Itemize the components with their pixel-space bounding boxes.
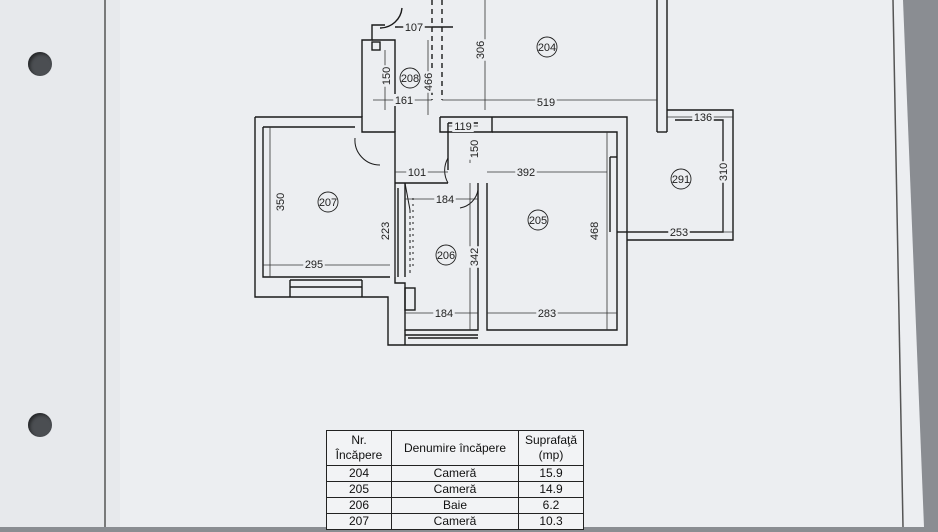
dimension-label-bg xyxy=(274,191,286,213)
row-name: Cameră xyxy=(391,513,519,530)
dimension-label: 161 xyxy=(395,95,413,107)
header-name: Denumire încăpere xyxy=(391,430,519,466)
dimension-label: 150 xyxy=(381,67,393,85)
dimension-label-bg xyxy=(536,307,558,319)
row-nr: 206 xyxy=(326,497,392,514)
svg-text:205: 205 xyxy=(529,215,547,227)
dimension-label-bg xyxy=(668,226,690,238)
row-name: Baie xyxy=(391,497,519,514)
dimension-label-bg xyxy=(692,111,714,123)
dimension-label-bg xyxy=(717,161,729,183)
dimension-label-bg xyxy=(379,220,391,242)
dimension-label-bg xyxy=(403,21,425,33)
dimension-label: 519 xyxy=(537,97,555,109)
row-nr: 205 xyxy=(326,481,392,498)
dimension-label: 310 xyxy=(718,163,730,181)
header-area: Suprafaţă (mp) xyxy=(518,430,584,466)
dimension-label: 392 xyxy=(517,167,535,179)
dimension-label: 466 xyxy=(423,73,435,91)
dimension-label-bg xyxy=(468,138,480,160)
rooms-table: Nr. Încăpere Denumire încăpere Suprafaţă… xyxy=(326,430,584,530)
dimension-label-bg xyxy=(303,258,325,270)
room-205-label: 205 xyxy=(527,209,549,231)
table-row: 206 Baie 6.2 xyxy=(326,497,584,514)
dimension-label-bg xyxy=(515,166,537,178)
dimension-label: 295 xyxy=(305,259,323,271)
room-206-label: 206 xyxy=(435,244,457,266)
table-row: 204 Cameră 15.9 xyxy=(326,465,584,482)
dimension-label: 283 xyxy=(538,308,556,320)
dimension-label: 184 xyxy=(435,308,453,320)
dimension-label: 184 xyxy=(436,194,454,206)
dimension-label-bg xyxy=(452,120,474,132)
header-nr: Nr. Încăpere xyxy=(326,430,392,466)
dimension-label-bg xyxy=(380,65,392,87)
svg-text:206: 206 xyxy=(437,250,455,262)
room-207-label: 207 xyxy=(317,191,339,213)
dimension-label-bg xyxy=(406,166,428,178)
row-area: 6.2 xyxy=(518,497,584,514)
dimension-label: 342 xyxy=(469,248,481,266)
room-204-label: 204 xyxy=(536,36,558,58)
dimension-label-bg xyxy=(468,246,480,268)
dimension-label-bg xyxy=(422,71,434,93)
dimension-label: 136 xyxy=(694,112,712,124)
dimension-label: 468 xyxy=(589,222,601,240)
room-291-label: 291 xyxy=(670,168,692,190)
row-name: Cameră xyxy=(391,465,519,482)
dimension-label: 107 xyxy=(405,22,423,34)
dimension-label-bg xyxy=(588,220,600,242)
row-area: 10.3 xyxy=(518,513,584,530)
svg-text:207: 207 xyxy=(319,197,337,209)
dimension-label-bg xyxy=(434,193,456,205)
svg-text:208: 208 xyxy=(401,73,419,85)
punch-hole-bottom xyxy=(28,413,52,437)
row-name: Cameră xyxy=(391,481,519,498)
dimension-label: 101 xyxy=(408,167,426,179)
svg-text:291: 291 xyxy=(672,174,690,186)
svg-text:204: 204 xyxy=(538,42,556,54)
dimension-label-bg xyxy=(433,307,455,319)
dimension-label-bg xyxy=(535,96,557,108)
dimension-label: 253 xyxy=(670,227,688,239)
dimension-label: 306 xyxy=(475,41,487,59)
punch-hole-top xyxy=(28,52,52,76)
dimension-label-bg xyxy=(393,94,415,106)
dimension-label: 119 xyxy=(454,121,472,133)
dimension-label: 150 xyxy=(469,140,481,158)
dimension-label: 350 xyxy=(275,193,287,211)
room-208-label: 208 xyxy=(399,67,421,89)
table-row: 205 Cameră 14.9 xyxy=(326,481,584,498)
dimension-label: 223 xyxy=(380,222,392,240)
dimension-label-bg xyxy=(474,39,486,61)
row-area: 14.9 xyxy=(518,481,584,498)
table-row: 207 Cameră 10.3 xyxy=(326,513,584,530)
row-area: 15.9 xyxy=(518,465,584,482)
row-nr: 207 xyxy=(326,513,392,530)
row-nr: 204 xyxy=(326,465,392,482)
